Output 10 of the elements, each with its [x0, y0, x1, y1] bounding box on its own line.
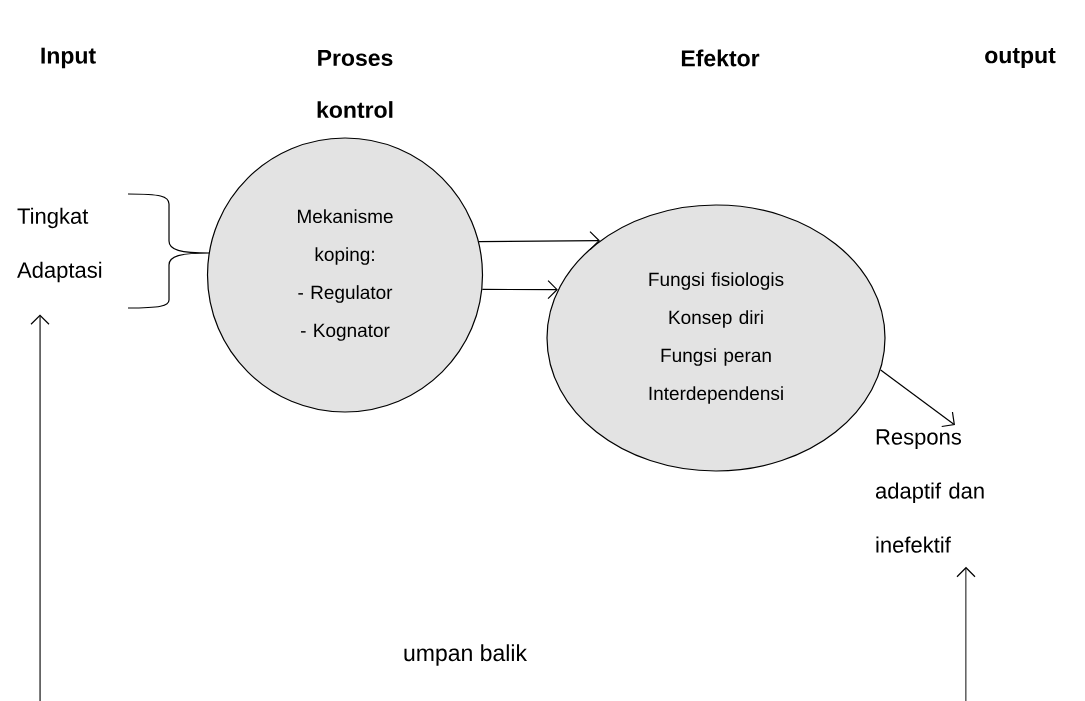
arrow	[956, 566, 976, 701]
feedback-label: umpan balik	[404, 644, 527, 666]
arrow	[880, 369, 955, 428]
arrow	[478, 231, 600, 251]
arrow	[481, 280, 558, 300]
column-heading: output	[985, 48, 1056, 68]
text-label: Tingkat Adaptasi	[17, 207, 102, 283]
arrow	[30, 314, 50, 701]
column-heading: Efektor	[681, 49, 760, 67]
column-heading: Input	[41, 47, 96, 69]
